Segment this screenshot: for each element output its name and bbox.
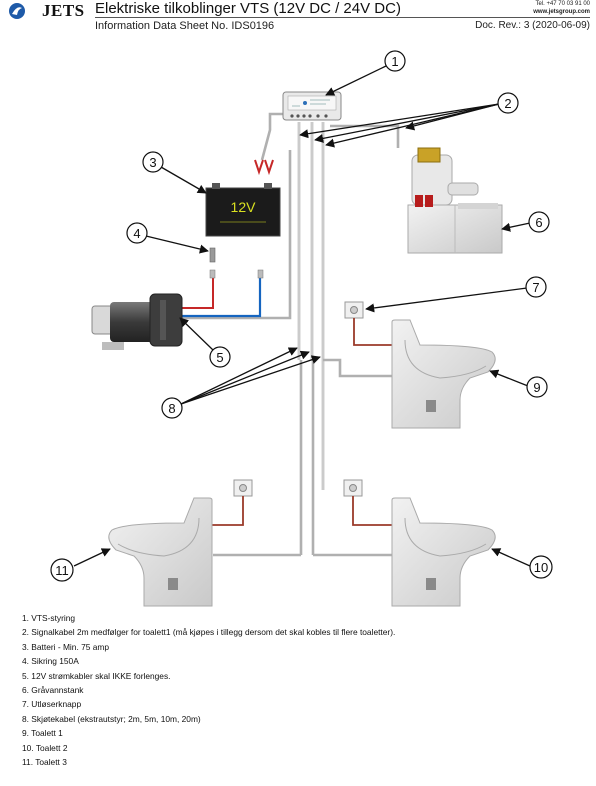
svg-text:3: 3 (149, 155, 156, 170)
callout-10: 10 (491, 548, 553, 579)
svg-text:11: 11 (55, 563, 69, 578)
document-number: Information Data Sheet No. IDS0196 (95, 20, 275, 32)
jets-logo-icon (9, 3, 25, 19)
callout-1: 1 (325, 50, 406, 96)
svg-text:4: 4 (133, 226, 140, 241)
svg-text:9: 9 (533, 380, 540, 395)
contact-website[interactable]: www.jetsgroup.com (533, 9, 590, 15)
svg-text:6: 6 (535, 215, 542, 230)
svg-text:7: 7 (532, 280, 539, 295)
cable-runs (180, 112, 400, 557)
trigger-button-toilet-3 (212, 479, 253, 526)
svg-text:1: 1 (391, 54, 398, 69)
svg-text:5: 5 (216, 350, 223, 365)
callout-3: 3 (142, 151, 207, 194)
header-divider (95, 17, 590, 18)
toilet-2 (391, 497, 496, 607)
grey-water-tank (407, 147, 503, 254)
toilet-3 (108, 497, 213, 607)
legend-item: 4. Sikring 150A (22, 656, 79, 667)
callout-11: 11 (50, 548, 111, 582)
callout-5: 5 (179, 317, 231, 368)
power-cables (178, 269, 264, 318)
trigger-button-toilet-1 (344, 301, 392, 346)
legend-item: 5. 12V strømkabler skal IKKE forlenges. (22, 670, 171, 681)
logo-wordmark: JETS (42, 1, 85, 20)
callout-7: 7 (365, 276, 547, 313)
wiring-diagram: 12V (50, 50, 553, 607)
svg-text:2: 2 (504, 96, 511, 111)
vts-controller (282, 91, 342, 121)
legend-item: 11. Toalett 3 (22, 757, 67, 768)
component-legend: 1. VTS-styring 2. Signalkabel 2m medfølg… (22, 611, 395, 769)
callout-2: 2 (299, 92, 519, 148)
callout-6: 6 (501, 211, 550, 233)
legend-item: 10. Toalett 2 (22, 742, 68, 753)
legend-item: 9. Toalett 1 (22, 728, 63, 739)
contact-phone: Tel. +47 70 03 91 00 (535, 1, 590, 7)
legend-item: 1. VTS-styring (22, 613, 76, 623)
legend-item: 8. Skjøtekabel (ekstrautstyr; 2m, 5m, 10… (22, 713, 201, 724)
legend-item: 2. Signalkabel 2m medfølger for toalett1… (22, 627, 396, 638)
battery-clamps (254, 159, 274, 176)
svg-text:8: 8 (168, 401, 175, 416)
svg-text:10: 10 (534, 560, 548, 575)
pump-motor (91, 293, 183, 350)
callout-4: 4 (126, 222, 209, 254)
page-title: Elektriske tilkoblinger VTS (12V DC / 24… (95, 0, 401, 17)
trigger-button-toilet-2 (343, 479, 392, 526)
callout-8: 8 (161, 347, 321, 419)
fuse (209, 247, 216, 263)
toilet-1 (391, 319, 496, 429)
battery-voltage-label: 12V (231, 199, 257, 215)
legend-item: 6. Gråvannstank (22, 685, 84, 696)
legend-item: 3. Batteri - Min. 75 amp (22, 641, 110, 652)
battery: 12V (205, 183, 281, 237)
callout-9: 9 (489, 369, 548, 398)
document-revision: Doc. Rev.: 3 (2020-06-09) (475, 20, 590, 31)
legend-item: 7. Utløserknapp (22, 699, 82, 710)
